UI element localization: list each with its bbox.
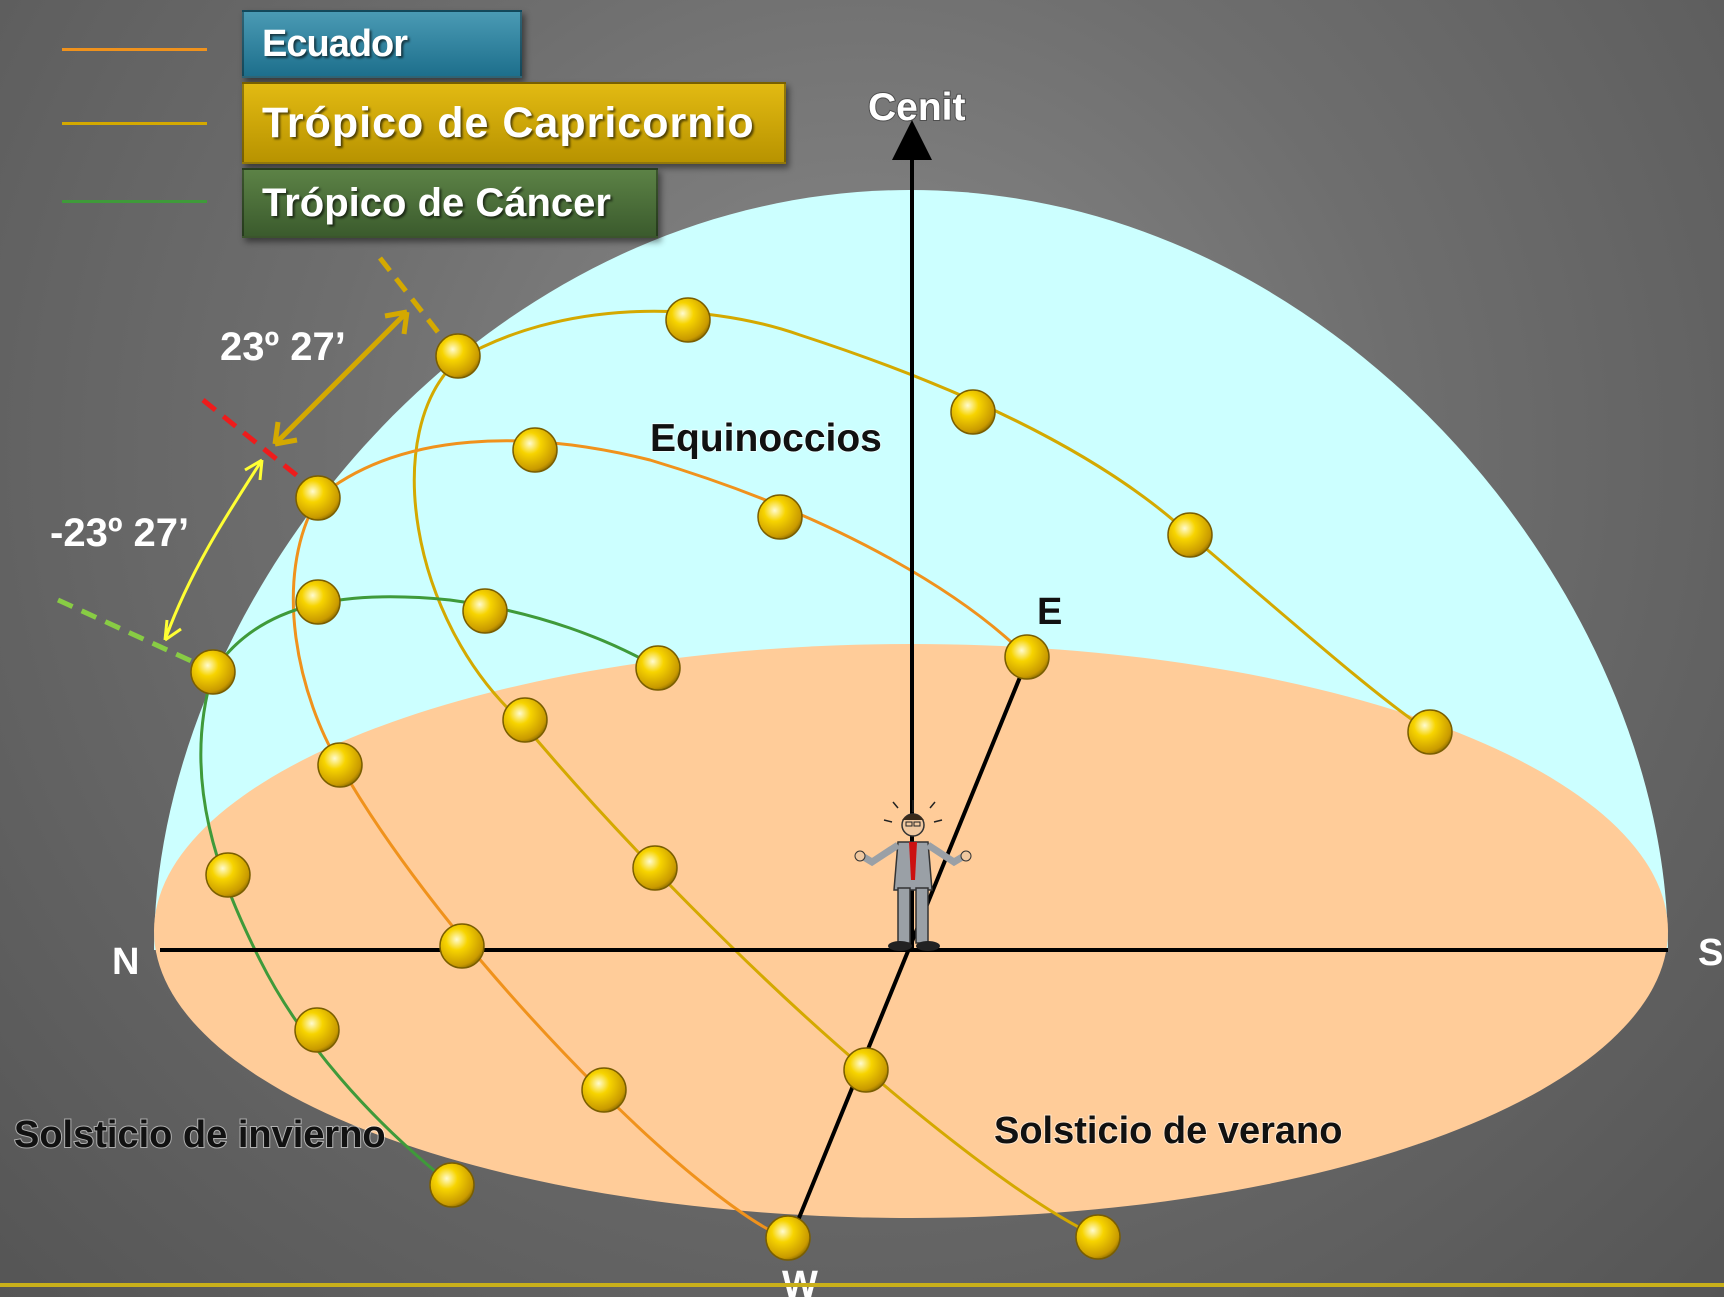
east-label: E bbox=[1037, 591, 1062, 633]
observer-figure bbox=[854, 800, 972, 951]
sun-marker bbox=[190, 649, 236, 695]
legend-capricorn-label: Trópico de Capricornio bbox=[262, 98, 755, 147]
sun-marker bbox=[294, 1007, 340, 1053]
sun-marker bbox=[502, 697, 548, 743]
legend-line-capricorn bbox=[62, 122, 207, 125]
west-label: W bbox=[782, 1264, 818, 1297]
sun-marker bbox=[1075, 1214, 1121, 1260]
path-cancer-lower bbox=[199, 671, 453, 1187]
legend-equator-label: Ecuador bbox=[262, 22, 408, 65]
sun-marker bbox=[843, 1047, 889, 1093]
sun-marker bbox=[439, 923, 485, 969]
sun-marker bbox=[765, 1215, 811, 1261]
sun-marker bbox=[462, 588, 508, 634]
legend-cancer-label: Trópico de Cáncer bbox=[262, 180, 611, 225]
sun-marker bbox=[205, 852, 251, 898]
sun-marker bbox=[435, 333, 481, 379]
angle-arrow-minus bbox=[163, 458, 264, 642]
zenith-label: Cenit bbox=[868, 86, 966, 129]
angle-minus-label: -23º 27’ bbox=[50, 511, 189, 555]
equinoxes-label: Equinoccios bbox=[650, 417, 882, 460]
path-equator-upper bbox=[317, 439, 1029, 659]
sun-marker bbox=[665, 297, 711, 343]
winter-solstice-label: Solsticio de invierno bbox=[14, 1114, 386, 1156]
angle-plus-label: 23º 27’ bbox=[220, 325, 346, 369]
sun-marker bbox=[581, 1067, 627, 1113]
legend-line-cancer bbox=[62, 200, 207, 203]
sun-marker bbox=[757, 494, 803, 540]
angle-arrow-plus bbox=[272, 309, 410, 447]
path-cancer-upper bbox=[211, 595, 659, 673]
sun-marker bbox=[1167, 512, 1213, 558]
sun-marker bbox=[317, 742, 363, 788]
legend-capricorn: Trópico de Capricornio bbox=[242, 82, 786, 164]
equator-angle-dashes bbox=[201, 398, 307, 484]
capricorn-angle-dashes bbox=[378, 256, 450, 347]
legend-equator: Ecuador bbox=[242, 10, 522, 78]
path-capricorn-upper bbox=[457, 309, 1431, 734]
sun-marker bbox=[429, 1162, 475, 1208]
summer-solstice-label: Solsticio de verano bbox=[994, 1110, 1342, 1152]
sun-marker bbox=[512, 427, 558, 473]
bottom-rule bbox=[0, 1283, 1724, 1287]
sun-marker bbox=[295, 475, 341, 521]
path-equator-lower bbox=[291, 497, 789, 1240]
legend-cancer: Trópico de Cáncer bbox=[242, 168, 658, 238]
sun-marker bbox=[632, 845, 678, 891]
legend-line-equator bbox=[62, 48, 207, 51]
sun-marker bbox=[1407, 709, 1453, 755]
sun-marker bbox=[1004, 634, 1050, 680]
south-label: S bbox=[1698, 932, 1723, 974]
cancer-angle-dashes bbox=[56, 597, 202, 668]
north-label: N bbox=[112, 941, 139, 983]
sun-marker bbox=[635, 645, 681, 691]
sun-markers bbox=[190, 297, 1453, 1261]
sun-marker bbox=[950, 389, 996, 435]
sun-marker bbox=[295, 579, 341, 625]
